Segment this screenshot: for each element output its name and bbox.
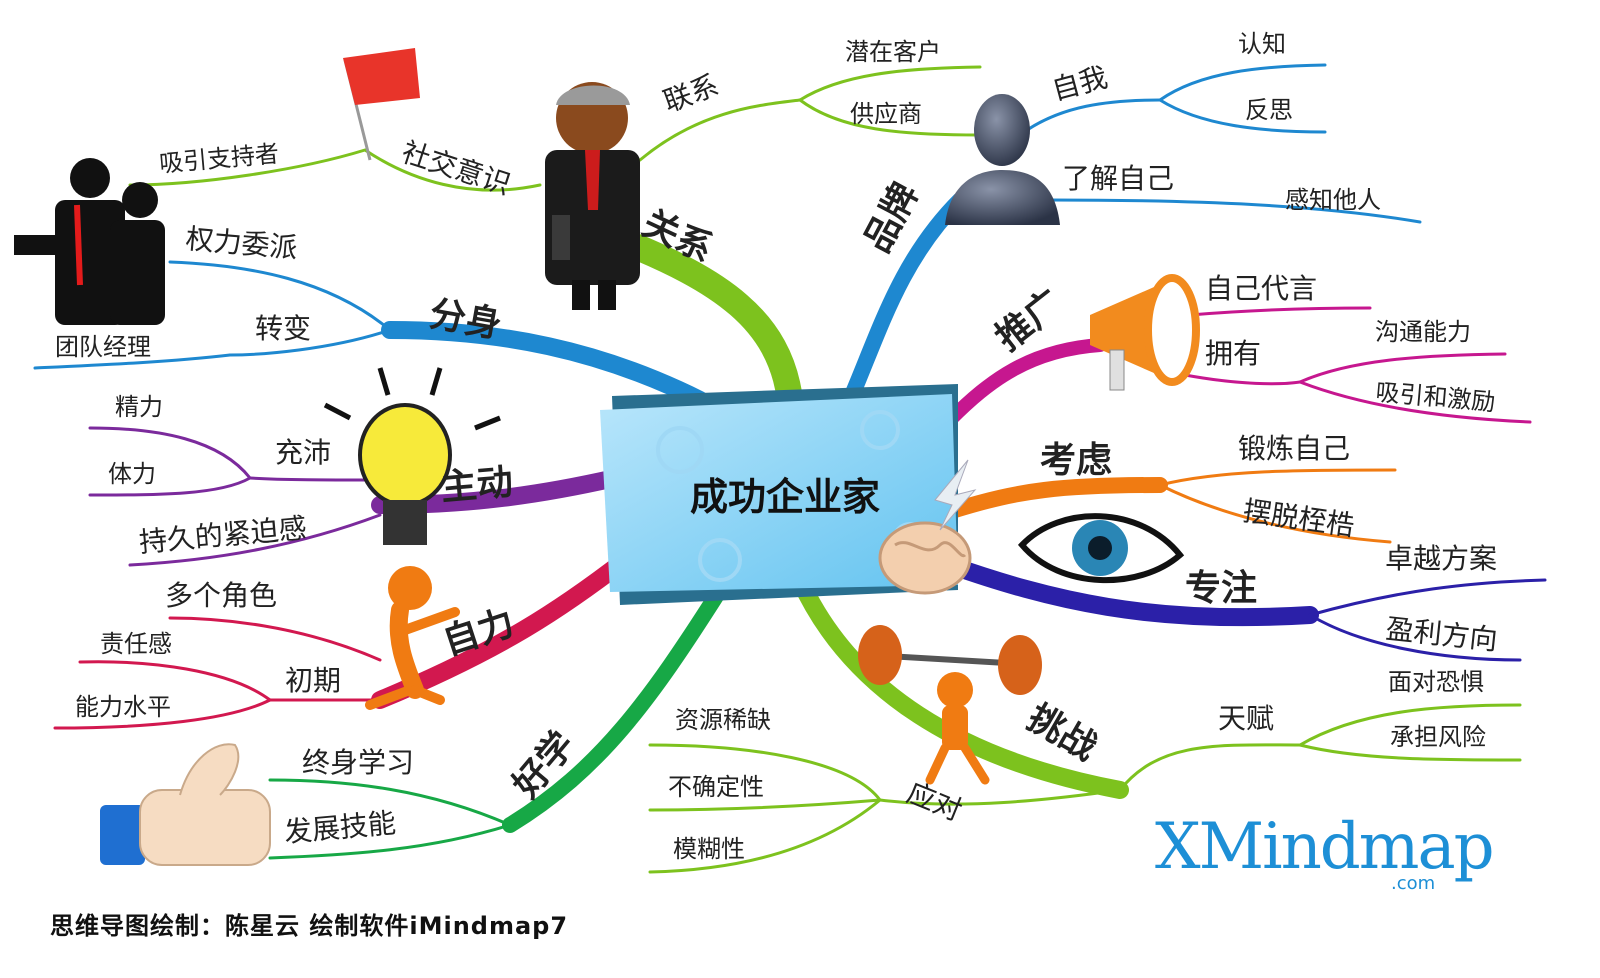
branch-trunks — [371, 192, 1319, 833]
zili-zeren-label: 责任感 — [100, 630, 172, 658]
pinpai-fansi-label: 反思 — [1245, 96, 1293, 124]
zhudong-jingli-label: 精力 — [115, 393, 163, 421]
tiaozhan-kongju-label: 面对恐惧 — [1388, 668, 1484, 696]
eye-illustration — [1017, 513, 1185, 583]
haoxue-zhongshen-label: 终身学习 — [302, 746, 414, 779]
branch-zili-trunk — [371, 551, 634, 709]
kaolv-duanlian-label: 锻炼自己 — [1238, 432, 1350, 465]
team-silhouette-illustration — [14, 158, 165, 325]
haoxue-fazhan-label: 发展技能 — [283, 806, 397, 849]
businessman-illustration — [545, 82, 640, 310]
central-card: 成功企业家 — [600, 384, 958, 605]
tuiguang-yongyou-label: 拥有 — [1205, 337, 1261, 370]
branch-pinpai-trunk — [842, 192, 968, 408]
branch-kaolv-trunk — [947, 477, 1168, 518]
zili-duoge-label: 多个角色 — [165, 579, 277, 612]
fenshen-tuandui-label: 团队经理 — [55, 333, 151, 361]
tuiguang-xiyin-label: 吸引和激励 — [1374, 378, 1496, 416]
branch-haoxue-label: 好学 — [504, 724, 583, 807]
tiaozhan-fengxian-label: 承担风险 — [1390, 723, 1486, 751]
guanxi-qianzai-label: 潜在客户 — [845, 38, 941, 66]
pinpai-liaojie-label: 了解自己 — [1062, 162, 1174, 195]
guanxi-lianxi-label: 联系 — [659, 68, 723, 118]
tuiguang-daiyan-label: 自己代言 — [1205, 272, 1317, 305]
branch-guanxi-trunk — [607, 227, 803, 413]
branch-tiaozhan-label: 挑战 — [1021, 697, 1104, 769]
branch-haoxue-trunk — [502, 582, 728, 833]
fenshen-zhuanbian-label: 转变 — [255, 312, 311, 345]
logo-text: XMindmap — [1155, 810, 1495, 884]
branch-fenshen-trunk — [381, 321, 709, 409]
branch-zhuanzhu-label: 专注 — [1185, 568, 1257, 609]
guanxi-gongyingshang-label: 供应商 — [850, 100, 922, 128]
zhuanzhu-yingli-label: 盈利方向 — [1384, 612, 1499, 657]
branch-kaolv-label: 考虑 — [1040, 440, 1112, 481]
branch-tuiguang-trunk — [943, 338, 1107, 427]
thumbs-up-illustration — [100, 743, 271, 866]
flag-illustration — [343, 48, 420, 161]
head-illustration — [945, 94, 1060, 225]
fenshen-quanli-label: 权力委派 — [184, 222, 298, 265]
tiaozhan-yingdui-label: 应对 — [902, 776, 966, 828]
brain-illustration — [878, 459, 977, 595]
pinpai-renzhi-label: 认知 — [1238, 30, 1286, 58]
weightlifter-illustration — [858, 625, 1042, 785]
kaolv-baituo-label: 摆脱桎梏 — [1241, 494, 1357, 542]
sub-branches — [33, 63, 1547, 874]
pinpai-ziwo-label: 自我 — [1048, 60, 1111, 106]
footer-credit: 思维导图绘制：陈星云 绘制软件iMindmap7 — [50, 912, 569, 940]
center-label: 成功企业家 — [690, 475, 880, 519]
zili-nengli-label: 能力水平 — [75, 693, 171, 721]
guanxi-shejiao-label: 社交意识 — [398, 135, 515, 201]
tiaozhan-ziyuan-label: 资源稀缺 — [675, 706, 771, 734]
zhudong-chongpei-label: 充沛 — [275, 436, 331, 469]
logo-domain-text: .com — [1391, 873, 1436, 894]
megaphone-illustration — [1090, 274, 1200, 391]
lightbulb-illustration — [323, 367, 501, 545]
tiaozhan-buqueding-label: 不确定性 — [668, 773, 764, 801]
xmindmap-logo: XMindmap .com — [1155, 815, 1495, 895]
branch-tiaozhan-trunk — [791, 571, 1129, 799]
zhudong-chijiu-label: 持久的紧迫感 — [138, 511, 308, 559]
running-figure-illustration — [365, 566, 460, 710]
zili-chuqi-label: 初期 — [285, 664, 341, 697]
branch-zhudong-label: 主动 — [439, 462, 514, 509]
tiaozhan-tianfu-label: 天赋 — [1218, 702, 1274, 735]
tuiguang-goutong-label: 沟通能力 — [1375, 318, 1471, 346]
zhudong-tili-label: 体力 — [108, 460, 156, 488]
tiaozhan-mohu-label: 模糊性 — [673, 835, 745, 863]
branch-zhuanzhu-trunk — [941, 556, 1319, 627]
zhuanzhu-zhuoyue-label: 卓越方案 — [1385, 542, 1497, 575]
pinpai-ganzhi-label: 感知他人 — [1285, 186, 1381, 214]
